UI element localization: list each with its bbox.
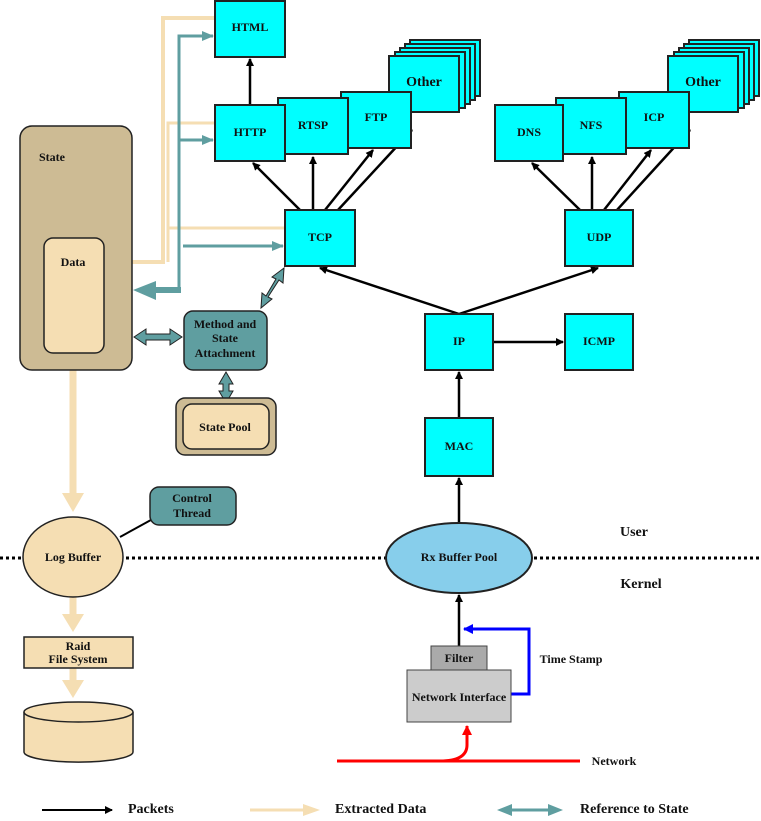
user-label: User bbox=[620, 525, 648, 540]
filter-label: Filter bbox=[445, 651, 474, 665]
http-box bbox=[214, 104, 286, 162]
state-label: State bbox=[39, 150, 66, 164]
control-label-2: Thread bbox=[173, 506, 211, 520]
html-box bbox=[214, 0, 286, 58]
raid-box bbox=[23, 636, 134, 669]
method-state-attachment-box bbox=[183, 310, 268, 371]
raid-label-1: Raid bbox=[66, 639, 91, 653]
log-arrowhead bbox=[62, 493, 84, 512]
tcp-label: TCP bbox=[308, 230, 332, 244]
data-label: Data bbox=[61, 255, 86, 269]
nfs-label: NFS bbox=[580, 118, 603, 132]
legend-packets-label: Packets bbox=[128, 802, 174, 817]
ip-box bbox=[424, 313, 494, 371]
timestamp-arrow bbox=[463, 624, 531, 696]
log-buffer bbox=[22, 516, 124, 598]
log-buffer-label: Log Buffer bbox=[45, 550, 102, 564]
reference-lines bbox=[150, 31, 284, 293]
udp-box bbox=[564, 209, 634, 267]
state-pool-label: State Pool bbox=[199, 420, 251, 434]
disk-icon bbox=[23, 701, 134, 763]
nfs-box bbox=[555, 97, 627, 155]
dns-label: DNS bbox=[517, 125, 541, 139]
state-pool-box bbox=[182, 403, 270, 450]
icmp-box bbox=[564, 313, 634, 371]
other-tcp-label: Other bbox=[406, 75, 442, 90]
method-label-2: State bbox=[212, 331, 239, 345]
network-interface-box bbox=[406, 669, 512, 723]
time-stamp-label: Time Stamp bbox=[540, 652, 603, 666]
dns-box bbox=[494, 104, 564, 162]
mac-box bbox=[424, 417, 494, 477]
udp-label: UDP bbox=[587, 230, 612, 244]
rx-buffer-pool-label: Rx Buffer Pool bbox=[421, 550, 498, 564]
icmp-label: ICMP bbox=[583, 334, 615, 348]
raid-arrowhead bbox=[62, 614, 84, 632]
state-ref-arrowhead bbox=[133, 281, 156, 300]
ftp-label: FTP bbox=[365, 110, 388, 124]
double-arrows bbox=[133, 266, 285, 404]
raid-label-2: File System bbox=[49, 652, 108, 666]
method-label-1: Method and bbox=[194, 317, 257, 331]
control-thread-box bbox=[149, 486, 237, 526]
disk-arrowhead bbox=[62, 680, 84, 698]
http-label: HTTP bbox=[234, 125, 267, 139]
ip-label: IP bbox=[453, 334, 465, 348]
ftp-box bbox=[340, 91, 412, 149]
legend-reference-label: Reference to State bbox=[580, 802, 689, 817]
legend: Packets Extracted Data Reference to Stat… bbox=[42, 802, 689, 817]
legend-extracted-label: Extracted Data bbox=[335, 802, 426, 817]
control-label-1: Control bbox=[172, 491, 212, 505]
data-box bbox=[43, 237, 105, 354]
method-label-3: Attachment bbox=[195, 346, 256, 360]
packet-arrows bbox=[246, 58, 691, 646]
icp-label: ICP bbox=[644, 110, 665, 124]
rx-buffer-pool bbox=[385, 522, 533, 594]
rtsp-box bbox=[277, 97, 349, 155]
html-label: HTML bbox=[232, 20, 269, 34]
rtsp-label: RTSP bbox=[298, 118, 328, 132]
other-udp-label: Other bbox=[685, 75, 721, 90]
network-arrow bbox=[439, 725, 472, 763]
tcp-box bbox=[284, 209, 356, 267]
mac-label: MAC bbox=[445, 439, 474, 453]
network-label: Network bbox=[592, 754, 637, 768]
network-interface-label: Network Interface bbox=[412, 690, 507, 704]
kernel-label: Kernel bbox=[620, 577, 661, 592]
extracted-data-lines bbox=[69, 16, 285, 688]
